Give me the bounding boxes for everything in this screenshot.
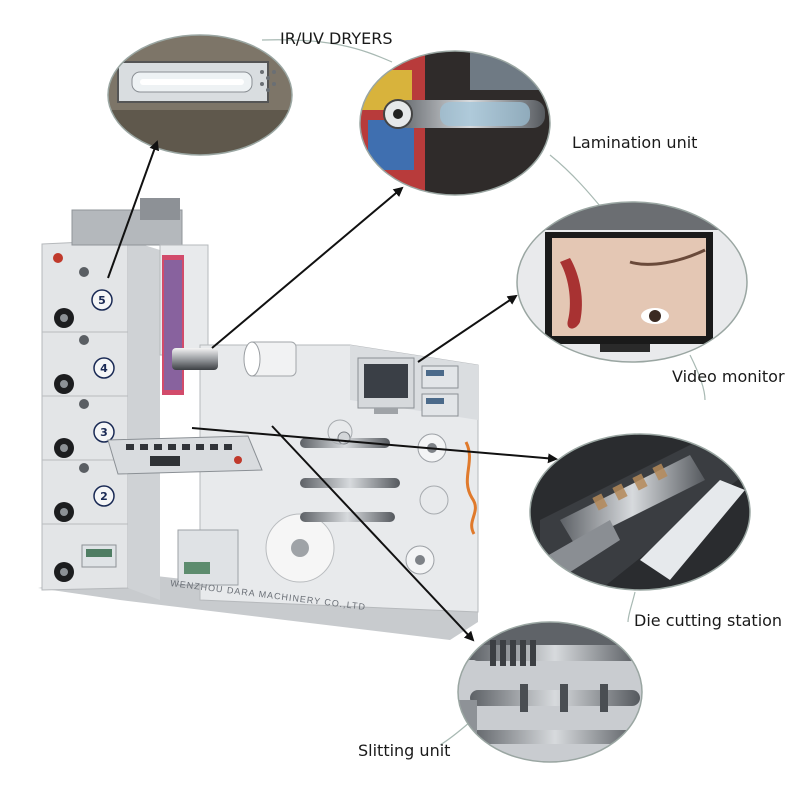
station-3-roller-hub [60, 444, 68, 452]
station-4-row: 4 [54, 335, 115, 394]
tension-controller-1-display [426, 370, 444, 376]
lamination-inset-border [359, 50, 551, 196]
label-slitting: Slitting unit [358, 741, 450, 760]
control-panel [107, 435, 263, 475]
label-die-cutting: Die cutting station [634, 611, 782, 630]
station-3-row: 3 [54, 399, 115, 458]
tension-controller-2 [421, 393, 459, 417]
arrow-to-video-monitor [417, 294, 518, 363]
dryers-inset-border [107, 34, 293, 156]
unwind-roll-core [291, 539, 309, 557]
station-5-badge [91, 289, 113, 311]
emergency-stop [234, 456, 242, 464]
control-panel-buttons [126, 444, 232, 450]
slitting-inset-border [457, 621, 643, 763]
top-web-roll-end [243, 341, 261, 377]
station-3-knob [79, 399, 89, 409]
die-cutting-inset-border [529, 433, 751, 591]
arrow-to-slitting [271, 425, 475, 642]
printed-web-pattern [164, 260, 182, 390]
station-2-badge [93, 485, 115, 507]
label-video-monitor: Video monitor [672, 367, 785, 386]
hub-disc-upper [327, 419, 353, 445]
station-2-knob [79, 463, 89, 473]
flexo-printing-machine: 5 4 3 2 [38, 198, 479, 640]
operator-display-screen [86, 549, 112, 557]
pointer-arrows [107, 140, 558, 642]
air-hose [464, 441, 477, 535]
arrow-to-die-cutting [191, 427, 558, 464]
station-1-roller-hub [60, 568, 68, 576]
top-motor [140, 198, 180, 220]
station-3-badge [93, 421, 115, 443]
tension-controller-1 [421, 365, 459, 389]
machine-monitor-screen [364, 364, 408, 398]
machine-monitor [357, 357, 415, 414]
station-2-roller-hub [60, 508, 68, 516]
lower-cabinet [177, 529, 239, 586]
printing-tower-side [41, 239, 129, 591]
station-5-row: 5 [54, 267, 113, 328]
label-dryers: IR/UV DRYERS [280, 29, 393, 48]
arrow-to-lamination [211, 186, 404, 349]
station-2-row: 2 [54, 463, 115, 522]
slitting-inset [457, 621, 643, 763]
station-3-number: 3 [100, 426, 108, 439]
station-4-roller-hub [60, 380, 68, 388]
tension-controller-2-display [426, 398, 444, 404]
lamination-roll [172, 348, 218, 370]
station-5-number: 5 [98, 294, 106, 307]
die-cutting-inset [529, 433, 751, 591]
lamination-inset [359, 50, 551, 196]
station-4-badge [93, 357, 115, 379]
rewind-shafts [300, 431, 447, 575]
dryers-inset [107, 34, 293, 156]
station-5-knob [79, 267, 89, 277]
hub-disc-lower [419, 485, 449, 515]
die-web [640, 480, 745, 580]
slitter-shaft-bottom [470, 730, 640, 744]
arrow-to-dryers [107, 140, 159, 279]
station-4-knob [79, 335, 89, 345]
machine-monitor-stand [374, 408, 398, 414]
slitter-shaft-middle [470, 690, 640, 706]
printing-tower-front [128, 240, 160, 600]
video-monitor-inset [516, 201, 748, 363]
brand-logo-mark [53, 253, 63, 263]
station-4-number: 4 [100, 362, 108, 375]
lower-display [184, 562, 210, 574]
label-lamination: Lamination unit [572, 133, 697, 152]
die-cylinder [560, 455, 705, 545]
station-2-number: 2 [100, 490, 108, 503]
station-5-roller-hub [60, 314, 68, 322]
video-monitor-inset-border [516, 201, 748, 363]
control-panel-readout [150, 456, 180, 466]
